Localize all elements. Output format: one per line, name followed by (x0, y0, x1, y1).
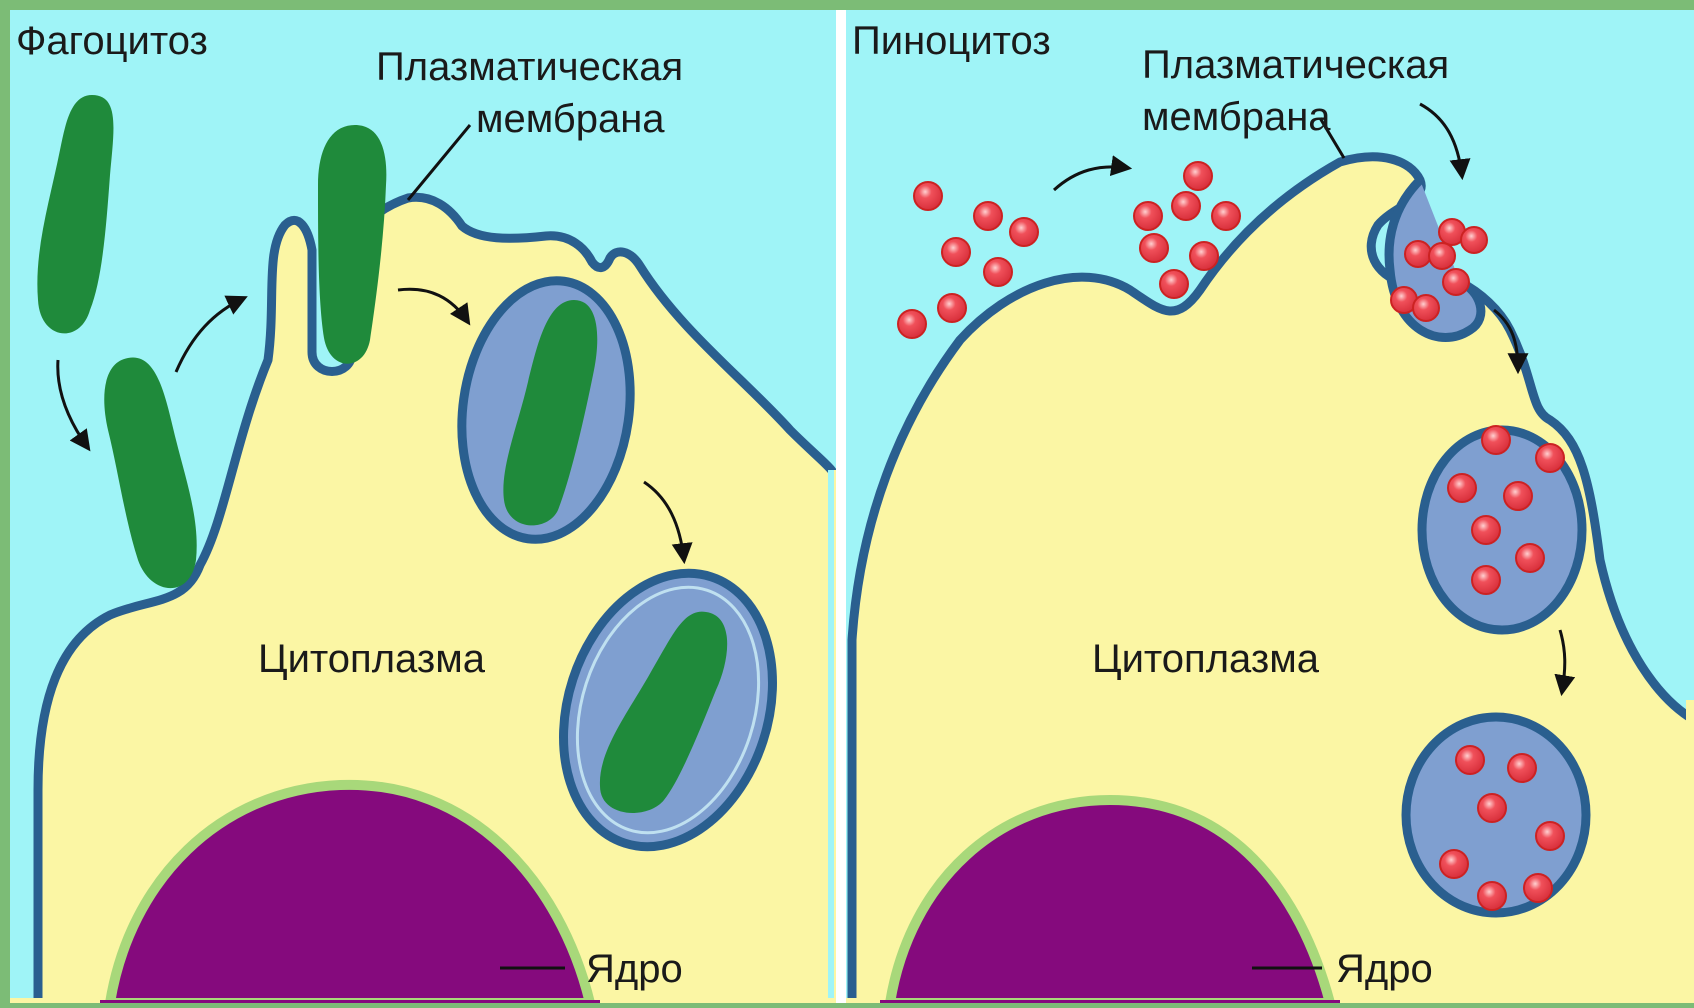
droplet (1160, 270, 1188, 298)
droplet (1140, 234, 1168, 262)
nucleus-label: Ядро (586, 947, 683, 991)
droplet (1536, 444, 1564, 472)
droplet (1429, 243, 1455, 269)
droplet (1443, 269, 1469, 295)
droplet (942, 238, 970, 266)
droplet (1413, 295, 1439, 321)
panel-title: Фагоцитоз (16, 19, 208, 63)
droplet (1478, 794, 1506, 822)
cytoplasm-label: Цитоплазма (258, 637, 486, 681)
droplet (1504, 482, 1532, 510)
cytoplasm-label: Цитоплазма (1092, 637, 1320, 681)
droplet (1212, 202, 1240, 230)
droplet (1172, 192, 1200, 220)
droplet (1405, 241, 1431, 267)
droplet (1516, 544, 1544, 572)
droplet (1461, 227, 1487, 253)
membrane-label-line1: Плазматическая (1142, 43, 1449, 87)
droplet (1472, 516, 1500, 544)
droplet (984, 258, 1012, 286)
droplet (898, 310, 926, 338)
droplet (1472, 566, 1500, 594)
droplet (1190, 242, 1218, 270)
droplet (1456, 746, 1484, 774)
droplet (914, 182, 942, 210)
panel-divider (836, 10, 846, 1003)
droplet (974, 202, 1002, 230)
droplet (938, 294, 966, 322)
membrane-label-line2: мембрана (1142, 95, 1331, 139)
panel-title: Пиноцитоз (852, 19, 1051, 63)
droplet (1508, 754, 1536, 782)
droplet (1184, 162, 1212, 190)
membrane-label-line1: Плазматическая (376, 45, 683, 89)
droplet (1134, 202, 1162, 230)
droplet (1482, 426, 1510, 454)
droplet (1440, 850, 1468, 878)
droplet (1478, 882, 1506, 910)
droplet (1524, 874, 1552, 902)
phagocytosis-panel: Фагоцитоз Плазматическая мембрана Цитопл… (10, 10, 842, 1003)
membrane-label-line2: мембрана (476, 97, 665, 141)
droplet (1536, 822, 1564, 850)
nucleus-label: Ядро (1336, 947, 1433, 991)
droplet (1010, 218, 1038, 246)
droplet (1448, 474, 1476, 502)
pinocytosis-panel: Пиноцитоз Плазматическая мембрана Цитопл… (846, 10, 1694, 1003)
